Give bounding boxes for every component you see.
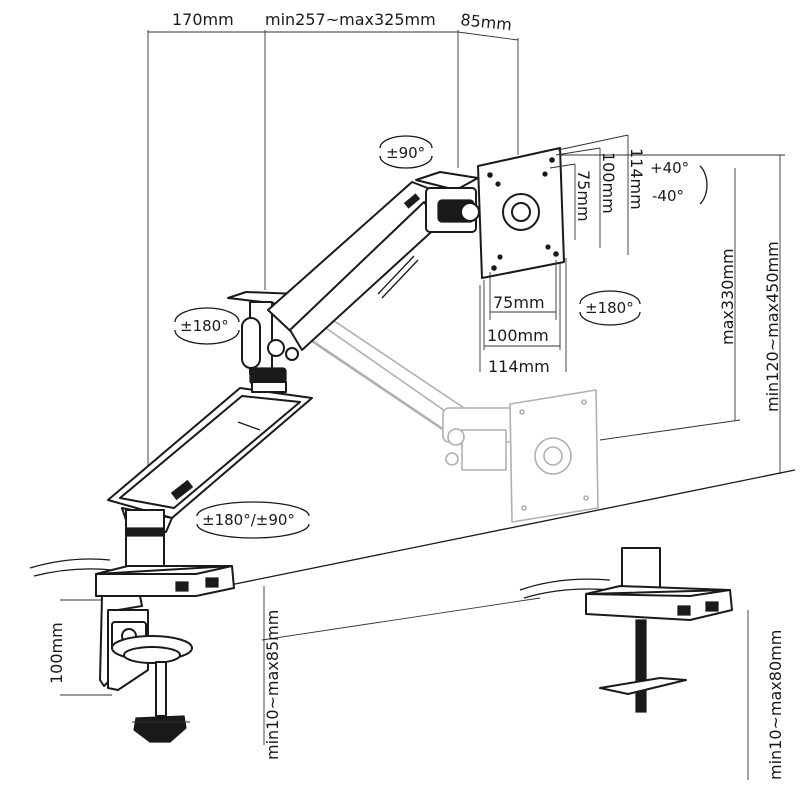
desk-edge: [60, 469, 796, 696]
dim-top-right: 85mm: [460, 10, 513, 34]
dim-vesa-v-75: 75mm: [574, 170, 593, 222]
svg-text:±90°: ±90°: [386, 144, 425, 162]
tilt-head: [415, 171, 480, 233]
dim-top-mid: min257~max325mm: [265, 10, 436, 29]
dim-top-left: 170mm: [172, 10, 234, 29]
rotation-arrow-icon: [579, 290, 641, 305]
usb-port-icon: [677, 605, 691, 616]
rotation-screen: ±180°: [579, 290, 641, 326]
rotation-swivel-top: ±90°: [379, 135, 433, 169]
dim-height-max: max330mm: [718, 248, 737, 345]
dim-vesa-h-75: 75mm: [493, 293, 545, 312]
upper-arm: [267, 181, 441, 351]
elbow-joint: [227, 291, 299, 393]
rotation-arrow-icon: [174, 307, 240, 323]
usb-port-icon: [705, 601, 719, 612]
top-dimension-lines: [147, 30, 519, 468]
svg-text:±180°: ±180°: [585, 299, 634, 317]
rotation-arrow-icon: [196, 501, 310, 517]
svg-text:-40°: -40°: [652, 187, 684, 205]
svg-text:±180°: ±180°: [180, 317, 229, 335]
dim-vesa-h-100: 100mm: [487, 326, 549, 345]
svg-text:+40°: +40°: [650, 159, 689, 177]
tilt-arrow-icon: [699, 165, 708, 205]
left-clamp: [99, 595, 193, 743]
height-dimension-lines: [560, 154, 785, 474]
svg-text:±180°/±90°: ±180°/±90°: [202, 511, 295, 529]
dim-vesa-h-114: 114mm: [488, 357, 550, 376]
usb-port-icon: [205, 577, 219, 588]
left-pole-base: [29, 509, 235, 597]
vesa-dimension-lines: [479, 134, 629, 372]
dim-clamp-range-right: min10~max80mm: [766, 630, 785, 780]
rotation-base: ±180°/±90°: [196, 501, 310, 539]
rotation-joint: ±180°: [174, 307, 240, 345]
dim-height-range: min120~max450mm: [763, 241, 782, 412]
dim-clamp-range-left: min10~max85mm: [263, 610, 282, 760]
rotation-tilt: +40° -40°: [650, 159, 708, 205]
vesa-plate: [477, 147, 565, 279]
right-clamp-detail: [519, 547, 733, 713]
dim-vesa-v-100: 100mm: [599, 152, 618, 214]
usb-port-icon: [175, 581, 189, 592]
dim-clamp-100: 100mm: [47, 622, 66, 684]
rotation-arrow-icon: [379, 135, 433, 149]
dim-vesa-v-114: 114mm: [627, 148, 646, 210]
